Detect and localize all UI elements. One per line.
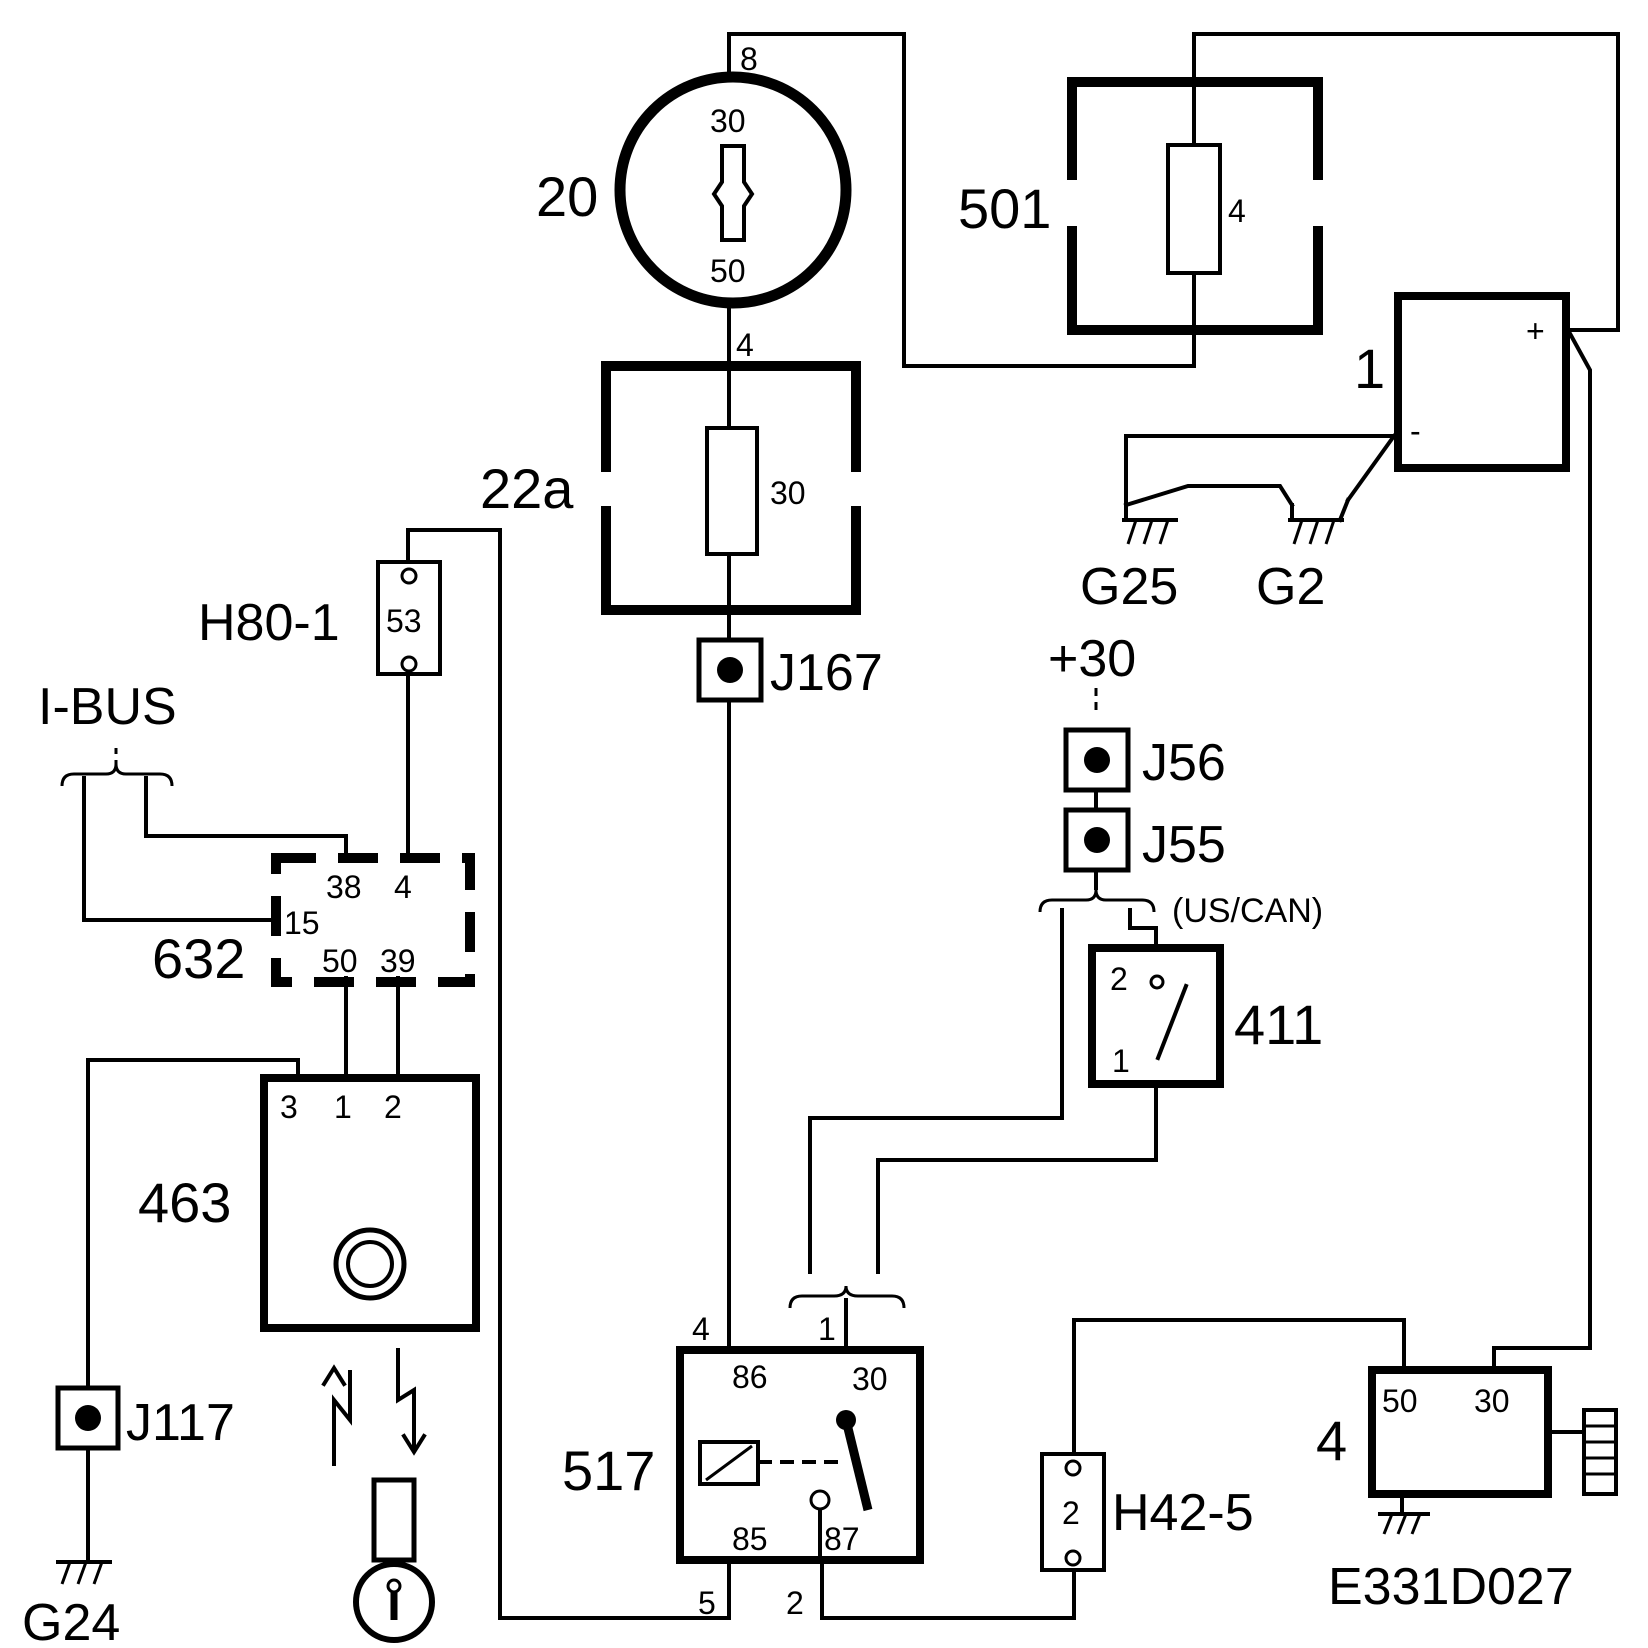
key-icon — [353, 1477, 435, 1643]
splice-j56-label: J56 — [1142, 734, 1226, 792]
ground-g2-label: G2 — [1256, 558, 1325, 616]
relay-wire-4: 4 — [692, 1311, 710, 1347]
battery-plus: + — [1526, 313, 1545, 349]
supply-label: +30 — [1048, 630, 1136, 688]
module-463: 3 1 2 463 — [138, 1074, 480, 1332]
module-632-label: 632 — [152, 927, 245, 990]
connector-h80-label: H80-1 — [198, 594, 340, 652]
ibus-label: I-BUS — [38, 678, 177, 736]
relay-wire-2: 2 — [786, 1585, 804, 1621]
diagram-id: E331D027 — [1328, 1558, 1574, 1616]
splice-j55: J55 — [1063, 807, 1226, 874]
relay-517: 4 1 86 30 85 87 5 2 517 — [562, 1285, 924, 1621]
relay-wire-1: 1 — [818, 1311, 836, 1347]
ignition-wire-4: 4 — [736, 327, 754, 363]
connector-h42-label: H42-5 — [1112, 1484, 1254, 1542]
battery-minus: - — [1410, 413, 1421, 449]
ignition-pin-50: 50 — [710, 253, 746, 289]
module-463-label: 463 — [138, 1171, 231, 1234]
starter-motor: 50 30 4 — [1316, 1366, 1618, 1535]
ground-g25-label: G25 — [1080, 558, 1178, 616]
ignition-wire-8: 8 — [740, 41, 758, 77]
module-463-pin-1: 1 — [334, 1089, 352, 1125]
switch-411-pin-2: 2 — [1110, 961, 1128, 997]
splice-j167-label: J167 — [770, 644, 883, 702]
module-632-pin-15: 15 — [284, 905, 320, 941]
ignition-pin-30: 30 — [710, 103, 746, 139]
ground-g25: G25 — [1080, 503, 1178, 616]
fuse-22a-label: 22a — [480, 457, 574, 520]
connector-h42: 2 H42-5 — [1040, 1452, 1254, 1572]
splice-j55-label: J55 — [1142, 816, 1226, 874]
relay-pin-85: 85 — [732, 1521, 768, 1557]
connector-h80: 53 H80-1 — [198, 560, 442, 676]
splice-j117-label: J117 — [126, 1394, 235, 1452]
module-632-pin-39: 39 — [380, 943, 416, 979]
module-463-pin-3: 3 — [280, 1089, 298, 1125]
starter-pin-30: 30 — [1474, 1383, 1510, 1419]
ignition-switch: 20 30 50 8 4 — [536, 41, 852, 363]
module-463-pin-2: 2 — [384, 1089, 402, 1125]
module-632-pin-38: 38 — [326, 869, 362, 905]
ground-g24-label: G24 — [22, 1594, 120, 1648]
switch-411-pin-1: 1 — [1112, 1043, 1130, 1079]
connector-h80-pin: 53 — [386, 603, 422, 639]
connector-h42-pin: 2 — [1062, 1495, 1080, 1531]
ignition-switch-label: 20 — [536, 165, 598, 228]
fuse-22a-rating: 30 — [770, 475, 806, 511]
module-632-pin-50: 50 — [322, 943, 358, 979]
us-can-brace: (US/CAN) — [1038, 889, 1323, 930]
signal-icon — [321, 1348, 427, 1466]
switch-411-label: 411 — [1234, 993, 1323, 1056]
module-632-pin-4: 4 — [394, 869, 412, 905]
battery: 1 + - — [1354, 292, 1570, 472]
relay-pin-86: 86 — [732, 1359, 768, 1395]
splice-j56: J56 — [1063, 727, 1226, 793]
starter-pin-50: 50 — [1382, 1383, 1418, 1419]
ground-g2: G2 — [1256, 497, 1351, 616]
module-632: 38 4 15 50 39 632 — [152, 853, 475, 990]
ibus: I-BUS — [38, 678, 177, 787]
relay-pin-30: 30 — [852, 1361, 888, 1397]
fuse-501-rating: 4 — [1228, 193, 1246, 229]
fuse-501-label: 501 — [958, 177, 1051, 240]
relay-517-label: 517 — [562, 1439, 655, 1502]
relay-wire-5: 5 — [698, 1585, 716, 1621]
switch-411: 2 1 411 — [1088, 944, 1323, 1088]
splice-j117: J117 — [55, 1385, 235, 1452]
relay-pin-87: 87 — [824, 1521, 860, 1557]
battery-label: 1 — [1354, 337, 1385, 400]
fuse-501: 501 4 — [958, 77, 1323, 335]
us-can-label: (US/CAN) — [1172, 892, 1323, 930]
ground-g24: G24 — [22, 1560, 120, 1648]
fuse-22a: 22a 30 — [480, 361, 861, 615]
starter-label: 4 — [1316, 1409, 1347, 1472]
splice-j167: J167 — [696, 637, 883, 703]
